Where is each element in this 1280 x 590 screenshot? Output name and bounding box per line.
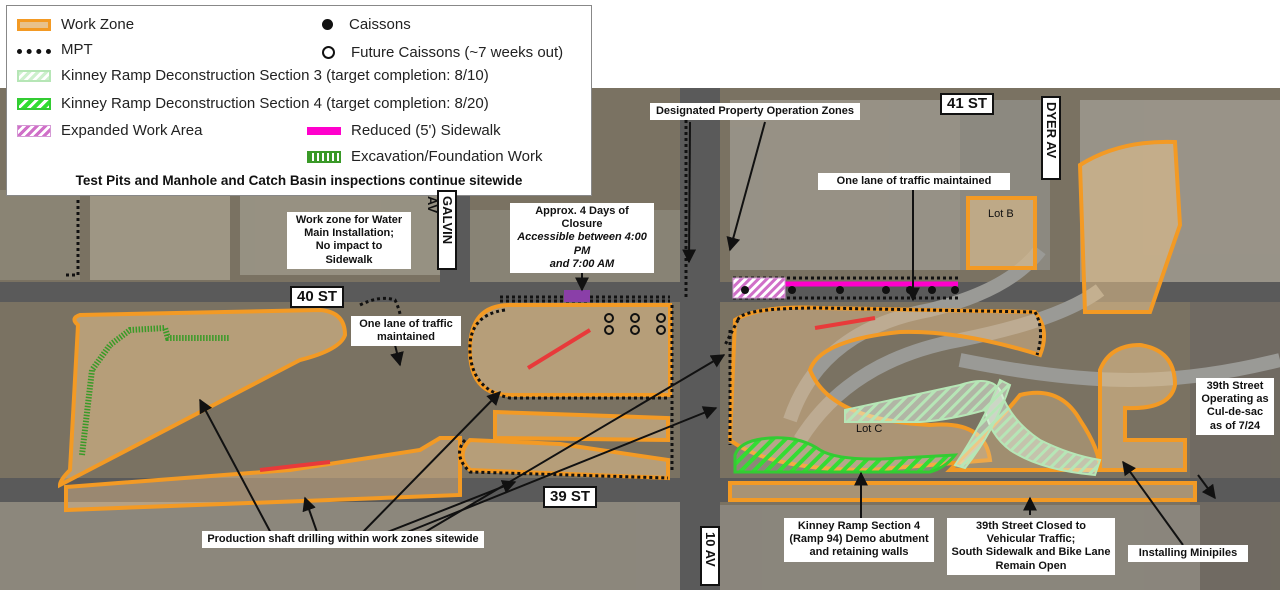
work-zone-center-mid (493, 409, 670, 443)
callout-closure: Approx. 4 Days of Closure Accessible bet… (510, 203, 654, 273)
lot-b-label: Lot B (988, 208, 1014, 220)
legend-expanded: Expanded Work Area (17, 122, 202, 139)
legend-caissons: Caissons (312, 16, 411, 33)
expanded-swatch (17, 124, 51, 137)
mpt-swatch (17, 48, 51, 54)
caisson-icon (322, 19, 333, 30)
street-label-40st: 40 ST (290, 286, 345, 308)
callout-one-lane-north: One lane of traffic maintained (818, 173, 1010, 191)
legend-work-zone: Work Zone (17, 16, 134, 33)
work-zone-west-south (64, 436, 462, 513)
lot-c-label: Lot C (856, 423, 883, 435)
future-caissons (604, 313, 666, 335)
callout-39st-closed: 39th Street Closed to Vehicular Traffic;… (947, 518, 1115, 575)
leader-arrows (199, 121, 1216, 546)
drill-rigs (259, 316, 876, 472)
work-zone-northeast (1077, 139, 1183, 314)
excavation-work (79, 324, 230, 456)
callout-one-lane-40st: One lane of traffic maintained (351, 316, 461, 347)
callout-cul-de-sac: 39th Street Operating as Cul-de-sac as o… (1196, 378, 1274, 435)
street-label-41st: 41 ST (940, 93, 995, 115)
street-label-39st: 39 ST (543, 486, 598, 508)
work-zone-south-strip (728, 481, 1197, 502)
water-main-work-patch (564, 290, 590, 302)
work-zone-center-south (460, 437, 670, 481)
legend-reduced-sidewalk: Reduced (5') Sidewalk (307, 122, 501, 139)
work-zone-lot-b (966, 196, 1037, 270)
kinney-section-3 (844, 380, 1102, 477)
excavation-swatch (307, 150, 341, 163)
work-zone-west (57, 307, 348, 489)
legend-footnote: Test Pits and Manhole and Catch Basin in… (75, 173, 523, 188)
work-zone-center-north (467, 303, 672, 397)
street-label-galvin-av: GALVIN AV (425, 190, 457, 270)
section-3-swatch (17, 69, 51, 82)
legend: Work Zone MPT Kinney Ramp Deconstruction… (6, 5, 592, 196)
callout-designated-zones: Designated Property Operation Zones (650, 103, 860, 121)
future-caisson-icon (322, 46, 335, 59)
section-4-swatch (17, 97, 51, 110)
reduced-sidewalk-swatch (307, 126, 341, 135)
callout-production-shaft: Production shaft drilling within work zo… (202, 531, 484, 549)
work-zone-cul-de-sac (1098, 342, 1187, 472)
street-label-dyer-av: DYER AV (1041, 96, 1061, 180)
legend-excavation: Excavation/Foundation Work (307, 148, 543, 165)
kinney-section-4 (733, 436, 959, 474)
expanded-work-area (732, 277, 786, 299)
callout-kinney-section-4: Kinney Ramp Section 4 (Ramp 94) Demo abu… (784, 518, 934, 562)
legend-future-caissons: Future Caissons (~7 weeks out) (312, 44, 563, 61)
work-zone-swatch (17, 18, 51, 31)
legend-mpt: MPT (17, 41, 93, 58)
callout-water-main: Work zone for Water Main Installation; N… (287, 212, 411, 269)
street-label-10-av: 10 AV (700, 526, 720, 586)
kinney-section-3-ramp (953, 378, 1012, 470)
callout-minipiles: Installing Minipiles (1128, 545, 1248, 563)
legend-section-4: Kinney Ramp Deconstruction Section 4 (ta… (17, 95, 489, 112)
legend-section-3: Kinney Ramp Deconstruction Section 3 (ta… (17, 67, 489, 84)
